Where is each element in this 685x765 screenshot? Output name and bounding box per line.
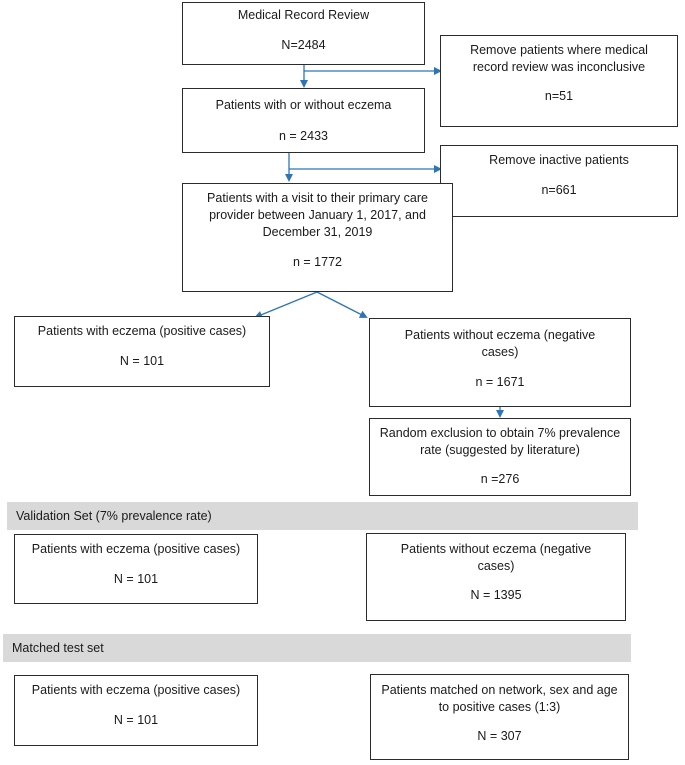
box-count: N = 101 (113, 713, 159, 727)
box-random-exclusion: Random exclusion to obtain 7% prevalence… (369, 418, 631, 496)
band-validation-set: Validation Set (7% prevalence rate) (7, 502, 638, 530)
box-count: N = 101 (119, 354, 165, 368)
box-count: N=2484 (281, 38, 326, 52)
box-title: Random exclusion to obtain 7% prevalence… (379, 426, 621, 457)
box-count: n = 1671 (475, 375, 525, 389)
box-title: Patients with or without eczema (215, 98, 392, 112)
box-title: Remove patients where medical record rev… (470, 43, 648, 74)
box-count: N = 101 (113, 572, 159, 586)
box-title: Patients with a visit to their primary c… (207, 191, 428, 239)
box-title: Remove inactive patients (489, 153, 629, 167)
box-positive-cases-validation: Patients with eczema (positive cases) N … (14, 534, 258, 604)
box-title: Patients matched on network, sex and age… (381, 683, 618, 714)
box-count: N = 1395 (470, 588, 522, 602)
box-title: Patients without eczema (negative cases) (404, 328, 596, 359)
arrow-to-negative (316, 291, 368, 318)
box-with-or-without-eczema: Patients with or without eczema n = 2433 (182, 88, 425, 153)
box-title: Patients without eczema (negative cases) (400, 542, 592, 573)
box-count: N = 307 (477, 729, 522, 743)
box-negative-cases-validation: Patients without eczema (negative cases)… (366, 533, 626, 621)
box-medical-record-review: Medical Record Review N=2484 (182, 2, 425, 65)
box-count: n = 1772 (292, 255, 342, 269)
box-primary-care-visit: Patients with a visit to their primary c… (182, 183, 453, 292)
box-count: n = 2433 (278, 129, 328, 143)
arrow-to-positive (254, 291, 318, 319)
box-inactive: Remove inactive patients n=661 (440, 145, 678, 217)
box-positive-cases-matched: Patients with eczema (positive cases) N … (14, 675, 258, 746)
box-positive-cases: Patients with eczema (positive cases) N … (14, 316, 270, 387)
band-matched-test-set: Matched test set (3, 634, 631, 662)
box-matched-patients: Patients matched on network, sex and age… (370, 674, 629, 760)
box-title: Patients with eczema (positive cases) (37, 324, 247, 338)
box-title: Patients with eczema (positive cases) (31, 542, 241, 556)
box-inconclusive: Remove patients where medical record rev… (440, 35, 678, 127)
box-count: n =276 (480, 472, 520, 486)
box-title: Patients with eczema (positive cases) (31, 683, 241, 697)
box-count: n=51 (544, 89, 574, 103)
box-title: Medical Record Review (237, 8, 370, 22)
box-count: n=661 (541, 183, 577, 197)
box-negative-cases: Patients without eczema (negative cases)… (369, 318, 631, 407)
